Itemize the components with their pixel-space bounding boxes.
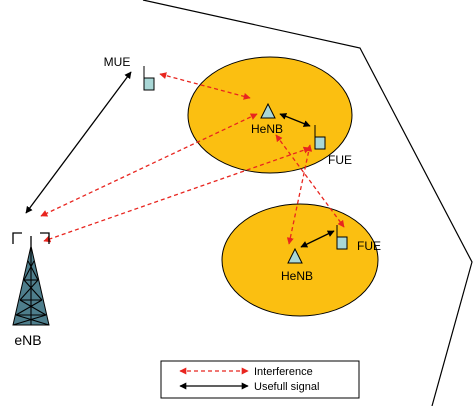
useful-link-mue-enb <box>25 71 132 214</box>
interference-mue-henb-top <box>159 72 251 100</box>
interference-henb-top-enb <box>40 113 258 217</box>
fue-bottom-phone-icon <box>336 225 348 250</box>
fue-bottom-label: FUE <box>357 239 381 253</box>
fue-top-phone-icon <box>314 125 326 150</box>
mue-label: MUE <box>104 55 131 69</box>
legend: Interference Usefull signal <box>160 360 360 399</box>
macro-cell-boundary <box>142 0 473 406</box>
fue-top-label: FUE <box>328 153 352 167</box>
enb-tower-icon <box>12 232 50 326</box>
henb-top-triangle-icon <box>260 102 276 119</box>
legend-useful-label: Usefull signal <box>254 381 319 393</box>
legend-interference-label: Interference <box>254 366 313 378</box>
legend-box <box>160 360 360 399</box>
henb-top-label: HeNB <box>251 122 283 136</box>
interference-fue-top-henb-bottom <box>286 144 313 245</box>
mue-phone-icon <box>143 66 155 91</box>
henb-bottom-triangle-icon <box>287 247 303 264</box>
enb-label: eNB <box>14 332 41 348</box>
useful-link-henb-fue-top <box>279 113 311 127</box>
interference-fue-top-enb <box>43 146 311 243</box>
henb-bottom-label: HeNB <box>281 269 313 283</box>
